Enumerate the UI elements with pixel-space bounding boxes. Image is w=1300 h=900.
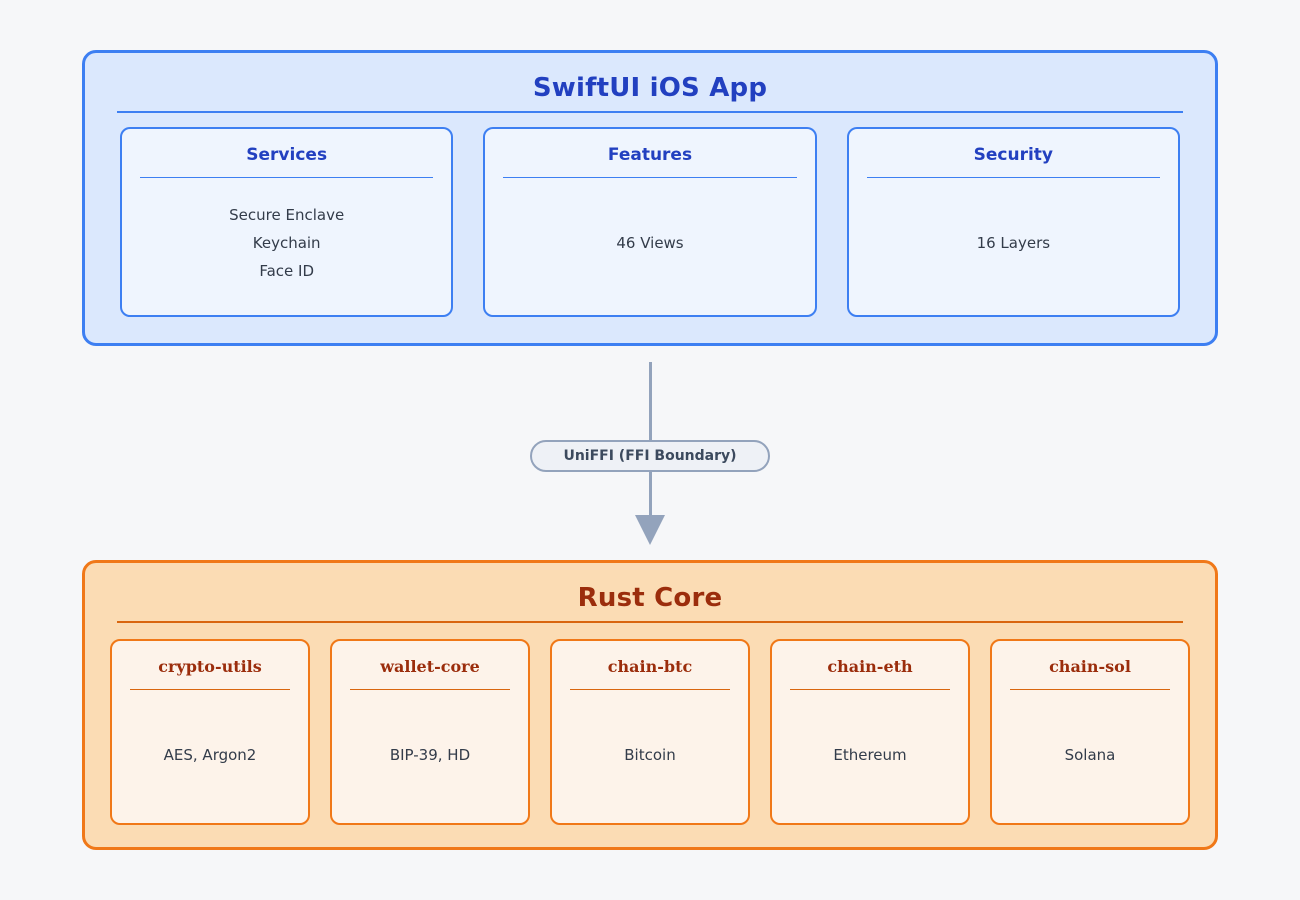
card-line: BIP-39, HD	[389, 746, 471, 764]
card-features[interactable]: Features 46 Views	[483, 127, 817, 317]
layer-title-rust-core: Rust Core	[577, 583, 723, 613]
card-divider-chain-eth	[790, 689, 950, 690]
card-line: Solana	[1064, 746, 1116, 764]
card-body-chain-sol: Solana	[1000, 713, 1180, 769]
card-body-chain-eth: Ethereum	[780, 713, 960, 769]
card-wallet-core[interactable]: wallet-core BIP-39, HD	[330, 639, 530, 825]
card-title-security: Security	[973, 145, 1053, 165]
card-line: Ethereum	[833, 746, 907, 764]
card-line: Secure Enclave	[229, 206, 345, 224]
card-spacer	[340, 713, 520, 741]
card-spacer	[493, 201, 806, 229]
card-line: 46 Views	[616, 234, 684, 252]
card-security[interactable]: Security 16 Layers	[846, 127, 1180, 317]
ffi-boundary-badge[interactable]: UniFFI (FFI Boundary)	[530, 440, 770, 472]
card-crypto-utils[interactable]: crypto-utils AES, Argon2	[110, 639, 310, 825]
card-title-services: Services	[246, 145, 328, 165]
ffi-boundary-label: UniFFI (FFI Boundary)	[563, 448, 737, 464]
card-row-rust: crypto-utils AES, Argon2 wallet-core BIP…	[85, 639, 1215, 825]
card-row-swiftui: Services Secure Enclave Keychain Face ID…	[85, 127, 1215, 317]
card-title-chain-sol: chain-sol	[1049, 657, 1131, 676]
arrow-down-icon	[635, 515, 665, 545]
card-line: Bitcoin	[624, 746, 676, 764]
card-divider-security	[866, 177, 1160, 178]
card-line: Face ID	[259, 262, 314, 280]
card-divider-chain-sol	[1010, 689, 1170, 690]
card-body-crypto-utils: AES, Argon2	[120, 713, 300, 769]
card-spacer	[1000, 713, 1180, 741]
card-body-wallet-core: BIP-39, HD	[340, 713, 520, 769]
card-chain-eth[interactable]: chain-eth Ethereum	[770, 639, 970, 825]
card-divider-crypto-utils	[130, 689, 290, 690]
card-line: Keychain	[252, 234, 321, 252]
card-title-crypto-utils: crypto-utils	[158, 657, 262, 676]
card-body-services: Secure Enclave Keychain Face ID	[130, 201, 443, 285]
card-title-wallet-core: wallet-core	[380, 657, 480, 676]
card-title-chain-btc: chain-btc	[607, 657, 693, 676]
card-body-security: 16 Layers	[857, 201, 1170, 257]
card-divider-features	[503, 177, 797, 178]
card-chain-sol[interactable]: chain-sol Solana	[990, 639, 1190, 825]
card-services[interactable]: Services Secure Enclave Keychain Face ID	[120, 127, 454, 317]
card-line: 16 Layers	[976, 234, 1051, 252]
layer-title-divider-rust	[117, 621, 1183, 623]
card-spacer	[560, 713, 740, 741]
layer-title-swiftui: SwiftUI iOS App	[532, 73, 768, 103]
layer-swiftui-ios-app: SwiftUI iOS App Services Secure Enclave …	[82, 50, 1218, 346]
connector-line-upper	[649, 362, 652, 456]
card-body-chain-btc: Bitcoin	[560, 713, 740, 769]
card-title-features: Features	[607, 145, 693, 165]
card-spacer	[120, 713, 300, 741]
card-chain-btc[interactable]: chain-btc Bitcoin	[550, 639, 750, 825]
card-spacer	[857, 201, 1170, 229]
layer-rust-core: Rust Core crypto-utils AES, Argon2 walle…	[82, 560, 1218, 850]
card-spacer	[780, 713, 960, 741]
card-divider-wallet-core	[350, 689, 510, 690]
card-divider-chain-btc	[570, 689, 730, 690]
layer-title-divider-swiftui	[117, 111, 1183, 113]
card-divider-services	[140, 177, 434, 178]
card-line: AES, Argon2	[163, 746, 257, 764]
card-body-features: 46 Views	[493, 201, 806, 257]
card-title-chain-eth: chain-eth	[827, 657, 913, 676]
connector-line-lower	[649, 456, 652, 518]
